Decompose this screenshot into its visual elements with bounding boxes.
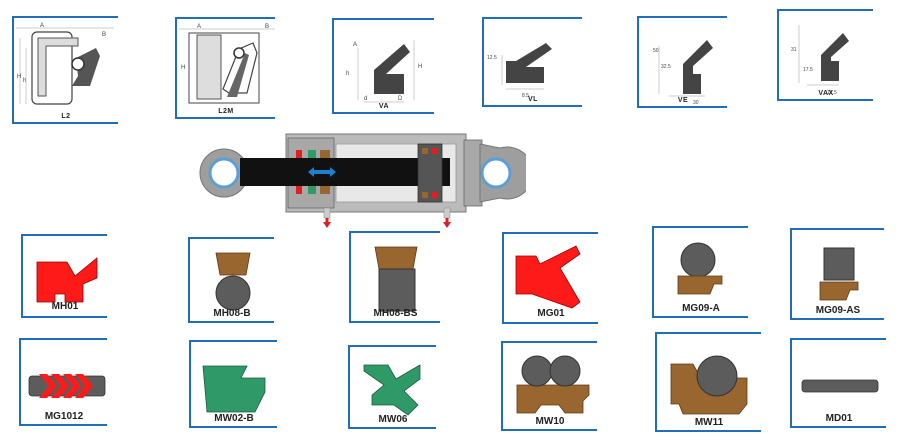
- profile-card-vax: 31 17.5 17.5 VAX: [777, 9, 873, 101]
- dim-d: d: [364, 96, 367, 102]
- profile-label: L2M: [218, 108, 234, 115]
- mw11-profile-shape: [670, 355, 748, 415]
- profile-card-va: A h H d D VA: [332, 18, 434, 114]
- mg1012-profile-shape: [28, 374, 106, 398]
- profile-label: VA: [378, 103, 390, 110]
- profile-card-ve: 50 32.5 30 VE: [637, 16, 727, 108]
- port-arrow-icon: [323, 218, 331, 228]
- mh01-profile-shape: [36, 257, 98, 303]
- dim-ve-w: 30: [693, 100, 699, 106]
- mh08-b-profile-shape: [215, 252, 251, 311]
- dim-h-cap: H: [181, 65, 185, 71]
- dim-ve-h1: 50: [653, 48, 659, 54]
- profile-label: MW11: [694, 417, 724, 428]
- dim-ve-h2: 32.5: [661, 64, 671, 70]
- dim-h-cap: H: [418, 64, 422, 70]
- profile-label: MH08-BS: [373, 308, 418, 319]
- l2m-profile-drawing: A B H: [179, 24, 275, 104]
- profile-card-mh08-b: MH08-B: [188, 237, 274, 323]
- dim-vax-h2: 17.5: [803, 67, 813, 73]
- profile-label: MH01: [51, 301, 79, 312]
- mg09-as-profile-shape: [819, 247, 859, 301]
- dim-h: h: [346, 71, 349, 77]
- dim-a: A: [197, 24, 201, 30]
- l2-profile-drawing: A B H h: [16, 23, 114, 105]
- profile-card-l2: A B H h L2: [12, 16, 118, 124]
- mg01-profile-shape: [515, 245, 581, 309]
- dim-h: h: [23, 78, 26, 84]
- dim-vax-h1: 31: [791, 47, 797, 53]
- dim-b: B: [102, 32, 106, 38]
- mw02-b-profile-shape: [202, 365, 266, 413]
- profile-card-md01: MD01: [790, 338, 886, 428]
- profile-card-mg09-a: MG09-A: [652, 226, 748, 318]
- dim-a: A: [40, 23, 44, 29]
- profile-label: VAX: [818, 90, 834, 97]
- ve-profile-drawing: 50 32.5 30: [653, 40, 713, 106]
- mw06-profile-shape: [363, 364, 421, 416]
- profile-label: MG01: [537, 308, 565, 319]
- dim-d-cap: D: [398, 96, 403, 102]
- vax-profile-drawing: 31 17.5 17.5: [791, 25, 849, 96]
- profile-label: MG09-A: [682, 303, 720, 314]
- profile-label: VE: [677, 97, 689, 104]
- profile-label: MW10: [535, 416, 565, 427]
- dim-vl-w: 8.5: [522, 93, 529, 99]
- profile-card-mg01: MG01: [502, 232, 598, 324]
- mw10-profile-shape: [516, 355, 590, 414]
- profile-label: MG09-AS: [815, 305, 861, 316]
- md01-profile-shape: [801, 379, 879, 393]
- dim-vl-h: 12.5: [487, 55, 497, 61]
- profile-card-mh01: MH01: [21, 234, 107, 318]
- profile-card-mh08-bs: MH08-BS: [349, 231, 440, 323]
- dim-h-cap: H: [17, 74, 21, 80]
- profile-card-mg1012: MG1012: [19, 338, 107, 426]
- port-arrow-icon: [443, 218, 451, 228]
- profile-label: MD01: [825, 413, 853, 424]
- profile-label: VL: [528, 96, 538, 103]
- vl-profile-drawing: 12.5 8.5: [487, 43, 552, 99]
- mg09-a-profile-shape: [677, 242, 723, 295]
- profile-card-mw06: MW06: [348, 345, 436, 429]
- hydraulic-cylinder-diagram: [199, 133, 526, 228]
- profile-label: L2: [61, 113, 71, 120]
- mh08-bs-profile-shape: [374, 246, 418, 312]
- profile-card-mw11: MW11: [655, 332, 761, 432]
- profile-label: MH08-B: [213, 308, 251, 319]
- profile-label: MW02-B: [214, 413, 254, 424]
- dim-a: A: [353, 42, 357, 48]
- profile-card-mw02-b: MW02-B: [189, 340, 277, 428]
- dim-b: B: [265, 24, 269, 30]
- stroke-direction-arrow-icon: [308, 167, 336, 177]
- profile-label: MW06: [378, 414, 408, 425]
- profile-label: MG1012: [44, 411, 84, 422]
- profile-card-mg09-as: MG09-AS: [790, 228, 884, 320]
- profile-card-vl: 12.5 8.5 VL: [482, 17, 582, 107]
- va-profile-drawing: A h H d D: [346, 40, 422, 103]
- dim-vax-w: 17.5: [827, 90, 837, 96]
- profile-card-l2m: A B H L2M: [175, 17, 275, 119]
- profile-card-mw10: MW10: [501, 341, 597, 431]
